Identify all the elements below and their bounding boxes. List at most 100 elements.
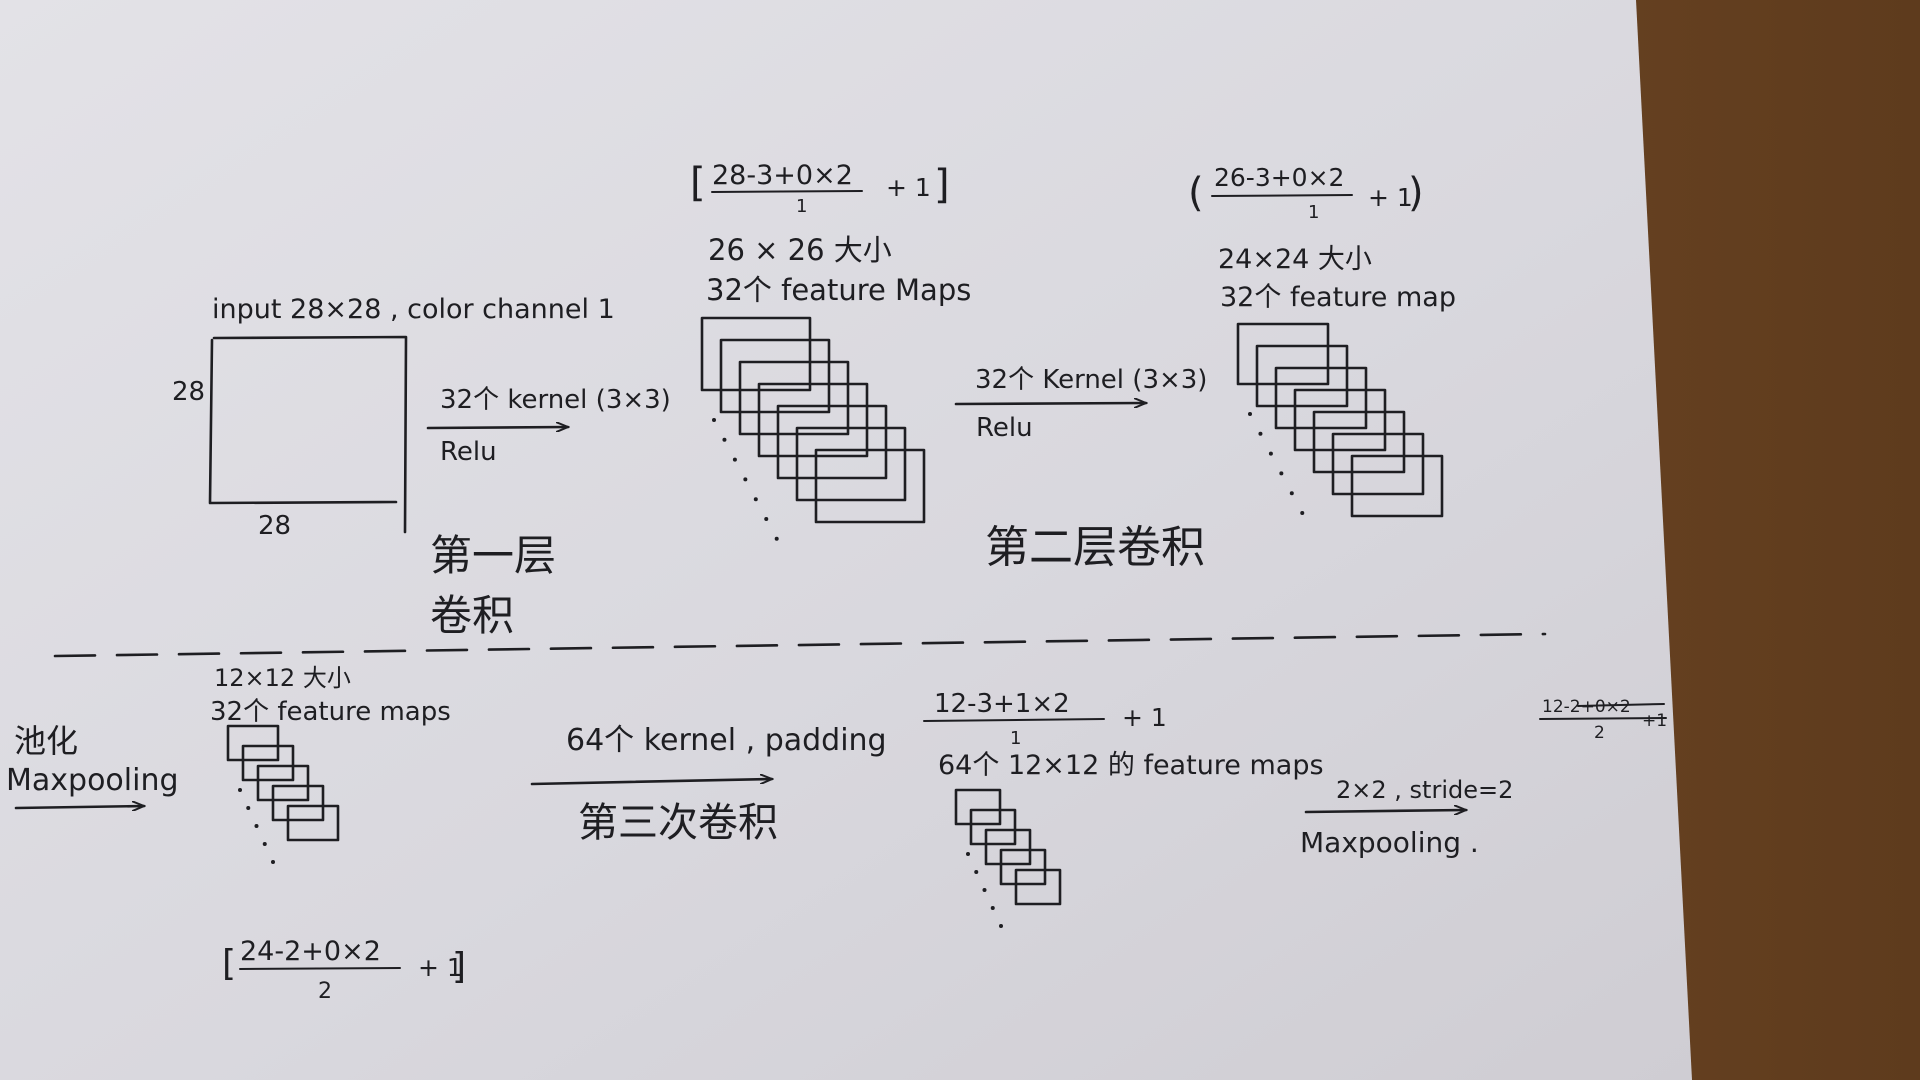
pool1-title: 池化 — [14, 722, 78, 760]
pool1-method: Maxpooling — [6, 763, 179, 798]
formula3-fraction-bar — [239, 967, 401, 970]
feature-map-sheet — [286, 804, 340, 842]
feature-map-sheet — [795, 426, 907, 502]
ellipsis-dot — [262, 842, 267, 846]
input-label: input 28×28 , color channel 1 — [212, 294, 615, 325]
ellipsis-dot — [246, 806, 251, 810]
feature-map-sheet — [700, 316, 812, 392]
input-section: input 28×28 , color channel 1 28 28 — [172, 294, 615, 541]
feature-map-sheet — [226, 724, 280, 762]
ellipsis-dot — [1268, 451, 1273, 456]
ellipsis-dot — [966, 852, 970, 856]
formula4-plus-one: + 1 — [1122, 703, 1167, 732]
ellipsis-dot — [743, 477, 748, 482]
ellipsis-dot — [999, 924, 1003, 928]
conv3-section: 64个 kernel , padding 第三次卷积 12-3+1×2 1 + … — [530, 689, 1324, 928]
feature-map-sheet — [1350, 454, 1444, 518]
feature-map-sheet — [1293, 388, 1387, 452]
feature-map-stack-12 — [226, 724, 340, 864]
feature-map-sheet — [1312, 410, 1406, 474]
layer2-title: 第二层卷积 — [985, 522, 1205, 573]
formula1-plus-one: + 1 — [886, 173, 931, 202]
formula3-numerator: 24-2+0×2 — [240, 936, 381, 967]
pool2-section: 2×2 , stride=2 Maxpooling . 12-2+0×2 2 +… — [1300, 697, 1667, 859]
formula1-bracket-right: ] — [934, 162, 950, 208]
pool1-maps-label: 32个 feature maps — [210, 697, 451, 727]
conv1-maps-label: 32个 feature Maps — [706, 273, 971, 307]
formula3-denominator: 2 — [318, 979, 332, 1004]
formula5-strikethrough — [1577, 703, 1665, 707]
paper-sheet — [0, 0, 1692, 1080]
layer1-title-line2: 卷积 — [430, 591, 514, 640]
formula2-numerator: 26-3+0×2 — [1214, 163, 1344, 192]
conv3-title: 第三次卷积 — [578, 800, 778, 846]
ellipsis-dot — [990, 906, 995, 910]
formula4-fraction-bar — [923, 718, 1105, 722]
formula1-denominator: 1 — [796, 196, 807, 217]
section-divider — [53, 632, 1547, 658]
ellipsis-dot — [982, 888, 987, 892]
formula5-denominator: 2 — [1594, 723, 1605, 743]
feature-map-sheet — [954, 788, 1002, 826]
formula4-numerator: 12-3+1×2 — [934, 689, 1070, 719]
formula2-bracket-right: ) — [1408, 170, 1424, 216]
conv1-arrow — [426, 427, 568, 428]
ellipsis-dot — [1258, 431, 1263, 436]
formula5-fraction-bar — [1539, 717, 1667, 720]
conv3-kernel-label: 64个 kernel , padding — [566, 723, 887, 758]
input-height-label: 28 — [172, 377, 205, 407]
ellipsis-dot — [732, 457, 737, 462]
feature-map-stack-32b — [1236, 322, 1444, 518]
feature-map-sheet — [999, 848, 1047, 886]
ellipsis-dot — [722, 437, 727, 442]
conv3-maps-label: 64个 12×12 的 feature maps — [938, 750, 1324, 781]
formula5-plus-one: +1 — [1642, 711, 1667, 731]
feature-map-sheet — [1255, 344, 1349, 408]
conv2-size-label: 24×24 大小 — [1218, 244, 1372, 275]
feature-map-sheet — [757, 382, 869, 458]
pool2-arrow — [1304, 810, 1466, 812]
conv1-size-label: 26 × 26 大小 — [708, 233, 892, 267]
formula2-bracket-left: ( — [1188, 170, 1204, 216]
feature-map-sheet — [1331, 432, 1425, 496]
ellipsis-dot — [753, 497, 758, 502]
pool1-arrow — [14, 806, 144, 808]
ellipsis-dot — [271, 860, 275, 864]
feature-map-stack-64 — [954, 788, 1062, 928]
conv3-arrow — [530, 779, 772, 786]
conv1-output-section: [ 28-3+0×2 1 + 1 ] 26 × 26 大小 32个 featur… — [690, 160, 971, 541]
ellipsis-dot — [1279, 471, 1284, 476]
feature-map-sheet — [738, 360, 850, 436]
feature-map-sheet — [1236, 322, 1330, 386]
feature-map-sheet — [719, 338, 831, 414]
ellipsis-dot — [764, 517, 769, 521]
pool1-size-label: 12×12 大小 — [214, 664, 351, 692]
layer1-title-line1: 第一层 — [430, 531, 556, 580]
formula2-fraction-bar — [1211, 194, 1353, 197]
conv2-maps-label: 32个 feature map — [1220, 282, 1456, 313]
ellipsis-dot — [1248, 412, 1252, 416]
input-width-label: 28 — [258, 511, 291, 541]
formula3-bracket-left: [ — [222, 943, 236, 984]
formula2-denominator: 1 — [1308, 202, 1319, 223]
formula5-numerator: 12-2+0×2 — [1542, 697, 1631, 717]
ellipsis-dot — [712, 418, 716, 422]
feature-map-sheet — [1274, 366, 1368, 430]
ellipsis-dot — [974, 870, 979, 874]
input-image-square — [208, 335, 408, 534]
feature-map-stack-32a — [700, 316, 926, 541]
pool1-section: 池化 Maxpooling 12×12 大小 32个 feature maps … — [6, 664, 466, 1004]
formula1-numerator: 28-3+0×2 — [712, 160, 853, 191]
feature-map-sheet — [271, 784, 325, 822]
conv1-kernel-label: 32个 kernel (3×3) — [440, 385, 671, 415]
conv2-arrow — [954, 403, 1146, 404]
feature-map-sheet — [814, 448, 926, 524]
formula1-fraction-bar — [711, 190, 863, 193]
feature-map-sheet — [1014, 868, 1062, 906]
formula3-plus-one: + 1 — [418, 953, 463, 982]
pool2-kernel-label: 2×2 , stride=2 — [1336, 776, 1513, 804]
ellipsis-dot — [254, 824, 259, 828]
ellipsis-dot — [774, 536, 779, 541]
conv2-activation-label: Relu — [976, 413, 1033, 443]
